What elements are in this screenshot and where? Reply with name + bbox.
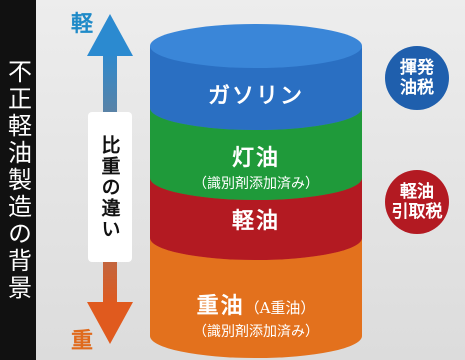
light-oil-label: 軽油: [231, 208, 280, 234]
heavy-oil-text: 重油（A重油） （識別剤添加済み）: [150, 288, 362, 341]
heavy-oil-label: 重油: [196, 293, 245, 319]
arrow-head-down: [87, 302, 133, 344]
badge-line: 揮発: [400, 58, 434, 78]
side-title: 不正軽油製造の背景: [3, 58, 32, 302]
gasoline-label: ガソリン: [207, 83, 304, 109]
light-oil-text: 軽油: [150, 203, 362, 235]
arrow-head-up: [87, 14, 133, 56]
light-label: 軽: [70, 11, 93, 37]
badge-line: 油税: [400, 78, 434, 98]
badge-line: 引取税: [391, 202, 443, 222]
kerosene-text: 灯油 （識別剤添加済み）: [150, 140, 362, 193]
heavy-oil-note: （識別剤添加済み）: [193, 324, 319, 340]
light-oil-delivery-tax-badge: 軽油 引取税: [385, 170, 449, 234]
heavy-oil-type: （A重油）: [244, 299, 316, 317]
badge-line: 軽油: [400, 182, 434, 202]
gasoline-text: ガソリン: [150, 78, 362, 110]
heavy-oil-label-row: 重油（A重油）: [150, 288, 362, 320]
density-difference-label: 比重の違い: [88, 112, 132, 262]
volatile-oil-tax-badge: 揮発 油税: [385, 46, 449, 110]
side-title-bar: 不正軽油製造の背景: [0, 0, 36, 360]
layer-gasoline: [150, 24, 362, 130]
heavy-label: 重: [70, 328, 93, 354]
kerosene-note: （識別剤添加済み）: [193, 176, 319, 192]
kerosene-label: 灯油: [231, 145, 280, 171]
